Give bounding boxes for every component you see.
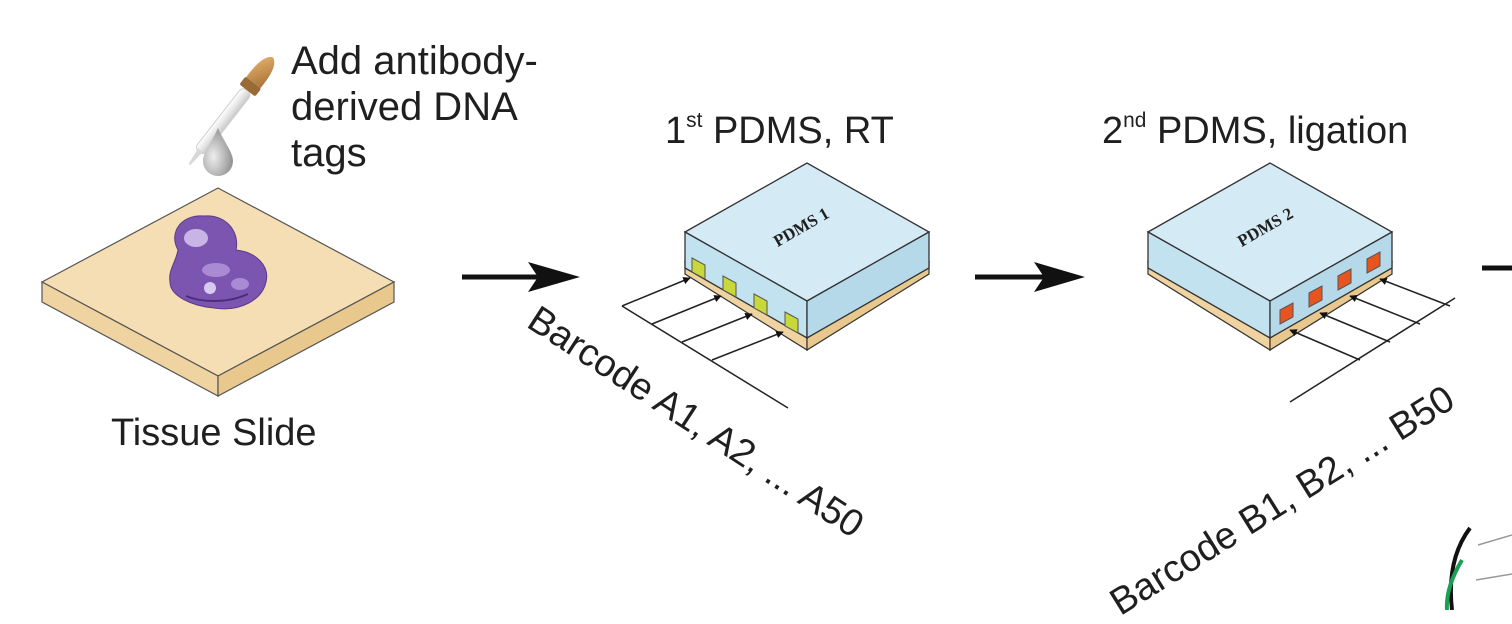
barcode-a-inlets: [621, 277, 789, 409]
step2-suffix: nd: [1123, 109, 1147, 133]
pdms-chip-2: PDMS 2: [1146, 162, 1456, 403]
tissue-section-icon: [169, 215, 268, 310]
flow-arrow-1: [462, 262, 580, 292]
step1-title: 1st PDMS, RT: [665, 109, 894, 152]
dropper-caption-line-3: tags: [291, 131, 367, 175]
flow-arrow-2: [975, 262, 1085, 292]
step1-suffix: st: [686, 109, 703, 133]
channel-inlets-b: [1279, 251, 1381, 325]
step1-text: PDMS, RT: [702, 110, 894, 152]
channel-inlets-a: [691, 257, 799, 334]
step1-ordinal: 1: [665, 110, 687, 152]
workflow-diagram: PDMS 1 PDMS 2: [40, 38, 1512, 624]
step2-title: 2nd PDMS, ligation: [1102, 109, 1409, 152]
droplet-icon: [203, 128, 233, 176]
step2-text: PDMS, ligation: [1146, 110, 1409, 152]
pipette-icon: [188, 56, 275, 166]
dropper-caption-line-2: derived DNA: [291, 85, 518, 129]
dropper-caption: Add antibody- derived DNA tags: [291, 38, 591, 176]
barcode-b-inlets: [1289, 277, 1456, 403]
step2-ordinal: 2: [1102, 110, 1124, 152]
tissue-slide-label: Tissue Slide: [111, 412, 317, 454]
pdms-chip-1: PDMS 1: [621, 162, 931, 409]
dropper-caption-line-1: Add antibody-: [291, 39, 538, 83]
next-step-fragment: [1444, 526, 1512, 610]
diagram-canvas: PDMS 1 PDMS 2: [40, 56, 1512, 610]
